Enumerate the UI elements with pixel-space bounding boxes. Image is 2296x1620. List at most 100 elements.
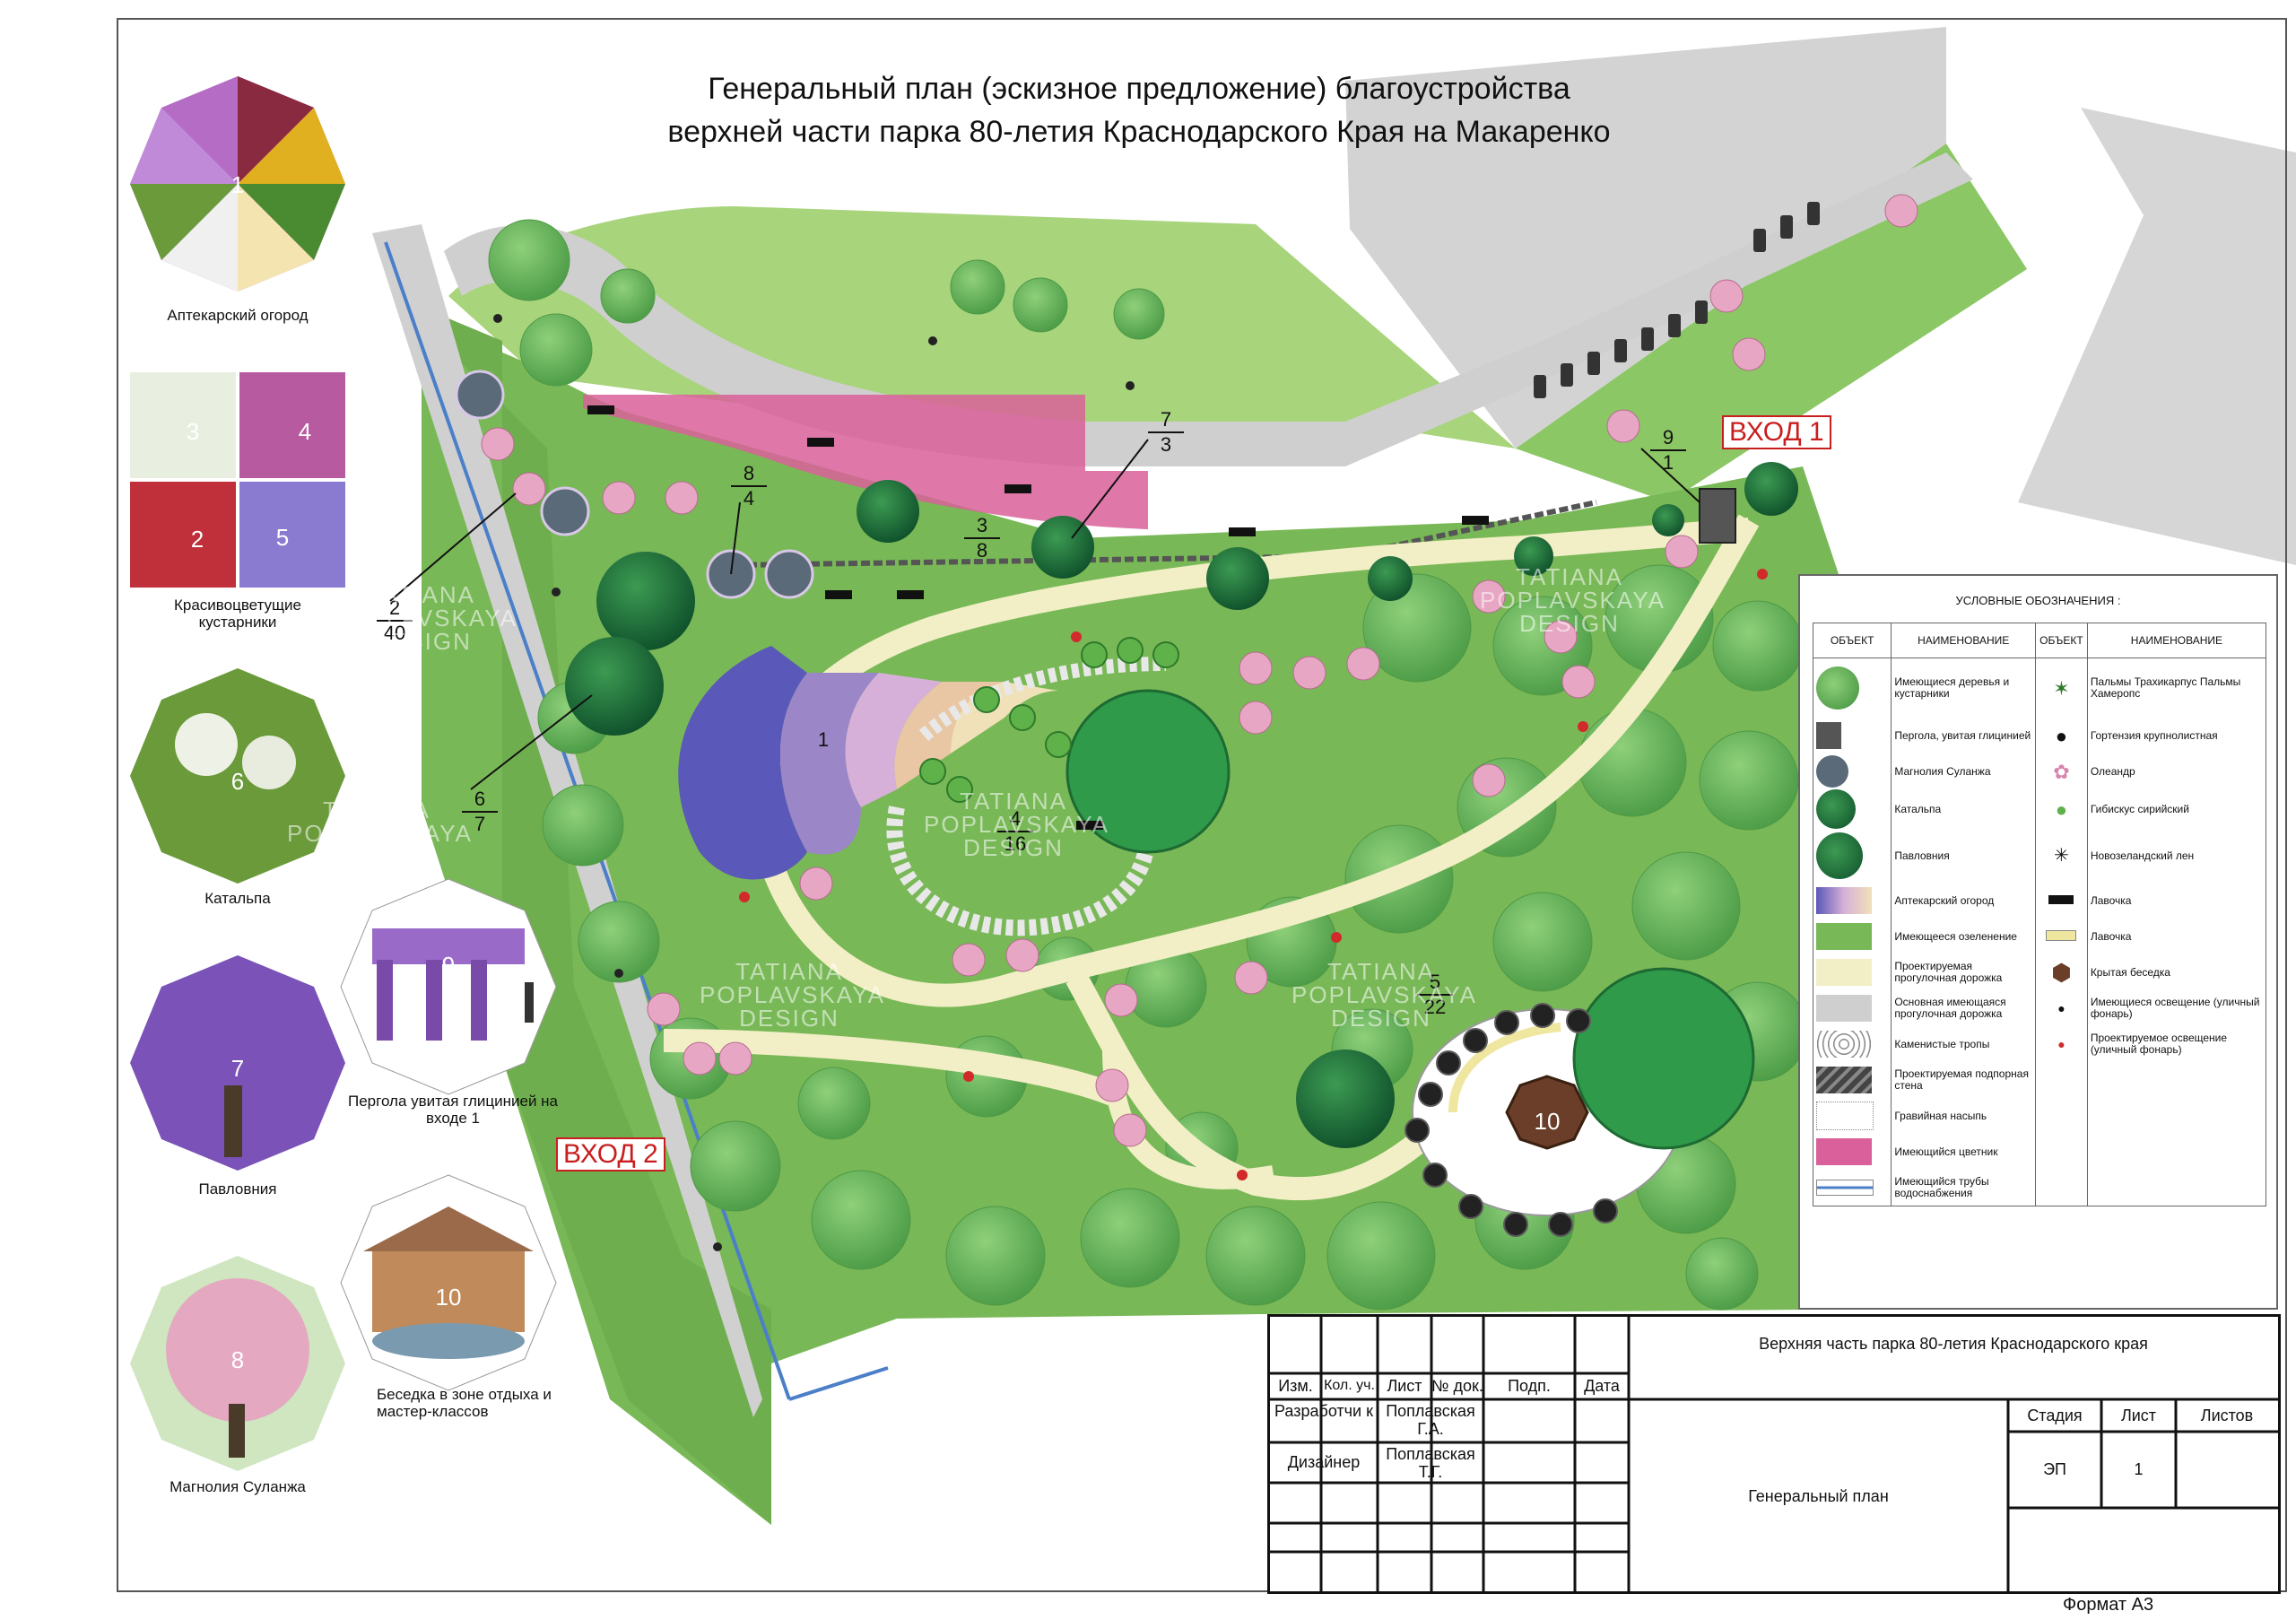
projected-lamp-icon: ●	[2035, 1026, 2088, 1062]
legend-pharmacy-garden-swatch	[1816, 887, 1872, 914]
legend-paulownia-swatch	[1816, 832, 1863, 879]
header-signature: Подп.	[1508, 1377, 1551, 1395]
paulownia-catalpa-trees	[565, 462, 1798, 1148]
thumb-label-paulownia: Павловния	[198, 1180, 277, 1198]
watermark: TATIANA POPLAVSKAYA DESIGN	[332, 583, 517, 655]
legend-magnolia-swatch	[1816, 755, 1848, 788]
legend-item: Магнолия Суланжа	[1891, 753, 2037, 789]
existing-lamps	[493, 314, 1135, 1251]
marker-6-bottom: 7	[462, 811, 498, 836]
watermark-line-2: POPLAVSKAYA	[924, 811, 1109, 838]
legend-item: Имеющийся цветник	[1891, 1134, 2037, 1170]
marker-3-bottom: 8	[964, 537, 1000, 562]
map-legend: УСЛОВНЫЕ ОБОЗНАЧЕНИЯ : ОБЪЕКТ НАИМЕНОВАН…	[1798, 574, 2278, 1310]
legend-item: Новозеландский лен	[2086, 829, 2267, 883]
marker-6: 6 7	[462, 788, 498, 836]
legend-existing-trees-swatch	[1816, 666, 1859, 710]
marker-8: 8 4	[731, 462, 767, 510]
legend-table: ОБЪЕКТ НАИМЕНОВАНИЕ ОБЪЕКТ НАИМЕНОВАНИЕ …	[1812, 623, 2267, 1206]
legend-item: Гортензия крупнолистная	[2086, 718, 2267, 753]
legend-header-object: ОБЪЕКТ	[1812, 623, 1892, 658]
legend-title: УСЛОВНЫЕ ОБОЗНАЧЕНИЯ :	[1955, 594, 2121, 607]
big-tree-rest	[1572, 967, 1755, 1150]
water-pipe-end	[788, 1366, 889, 1401]
header-list: Лист	[1387, 1377, 1422, 1395]
thumb-8-number: 8	[231, 1346, 244, 1373]
legend-item: Имеющееся озеленение	[1891, 919, 2037, 954]
thumb-label-flowering-shrubs: Красивоцветущие кустарники	[174, 597, 301, 631]
thumb-1-number: 1	[231, 171, 244, 198]
pergola-entrance-1	[1699, 488, 1736, 544]
legend-item: Проектируемая подпорная стена	[1891, 1062, 2037, 1098]
header-izm: Изм.	[1278, 1377, 1313, 1395]
marker-10: 10	[1525, 1108, 1570, 1136]
marker-2-top: 2	[388, 597, 401, 619]
watermark: TATIANA POPLAVSKAYA DESIGN	[700, 960, 883, 1030]
legend-existing-path-swatch	[1816, 995, 1872, 1022]
watermark-line-1: TATIANA	[1327, 958, 1435, 985]
thumb-7-number: 7	[231, 1055, 244, 1082]
legend-item: Имеющиеся освещение (уличный фонарь)	[2086, 990, 2267, 1026]
marker-4-top: 4	[1009, 807, 1022, 830]
marker-4-bottom: 16	[997, 831, 1033, 856]
legend-greenery-swatch	[1816, 923, 1872, 950]
pharmacy-garden	[678, 646, 1058, 880]
marker-8-bottom: 4	[731, 485, 767, 510]
parked-cars	[1534, 202, 1820, 398]
watermark-line-3: DESIGN	[963, 834, 1064, 861]
stage-header: Стадия	[2027, 1407, 2083, 1424]
legend-item: Каменистые тропы	[1891, 1026, 2037, 1062]
hydrangea-shrubs	[1405, 1003, 1618, 1237]
legend-item: Лавочка	[2086, 919, 2267, 954]
legend-header-name-2: НАИМЕНОВАНИЕ	[2086, 623, 2267, 658]
marker-6-top: 6	[474, 788, 486, 810]
legend-item: Катальпа	[1891, 789, 2037, 829]
sheet-value: 1	[2134, 1460, 2144, 1478]
legend-pergola-swatch	[1816, 722, 1841, 749]
marker-2-bottom: 40	[377, 620, 413, 645]
legend-item: Олеандр	[2086, 753, 2267, 789]
watermark-line-3: DESIGN	[371, 628, 472, 655]
legend-item: Гибискус сирийский	[2086, 789, 2267, 829]
hibiscus-shrubs	[919, 637, 1179, 803]
thumb-9-number: 9	[442, 952, 455, 979]
gazebo-icon: ⬢	[2035, 954, 2088, 990]
thumb-label-pharmacy-garden: Аптекарский огород	[167, 307, 309, 324]
legend-retaining-wall-swatch	[1816, 1067, 1872, 1093]
thumb-10-number: 10	[436, 1284, 462, 1311]
gazebo	[1505, 1075, 1589, 1150]
legend-item: Основная имеющаяся прогулочная дорожка	[1891, 990, 2037, 1026]
legend-item: Пергола, увитая глицинией	[1891, 718, 2037, 753]
header-date: Дата	[1584, 1377, 1620, 1395]
palm-icon: ✶	[2035, 658, 2088, 718]
legend-header-object-2: ОБЪЕКТ	[2035, 623, 2088, 658]
marker-5-bottom: 22	[1417, 994, 1453, 1019]
marker-1-top: 1	[817, 728, 830, 751]
sheet-title: Генеральный план	[1748, 1487, 1889, 1505]
thumb-paulownia: 7	[130, 955, 345, 1171]
legend-item: Павловния	[1891, 829, 2037, 883]
legend-stone-trail-swatch	[1816, 1031, 1872, 1058]
marker-4: 4 16	[997, 807, 1033, 856]
marker-3: 3 8	[964, 514, 1000, 562]
watermark-line-1: TATIANA	[960, 788, 1067, 814]
thumb-label-gazebo: Беседка в зоне отдыха и мастер-классов	[377, 1386, 552, 1420]
marker-5-top: 5	[1429, 971, 1441, 993]
name-designer: Поплавская Т.Г.	[1386, 1445, 1475, 1481]
watermark-line-1: TATIANA	[1516, 563, 1623, 590]
legend-gravel-swatch	[1816, 1102, 1874, 1130]
curved-bench	[1448, 1023, 1561, 1113]
title-block-project: Верхняя часть парка 80-летия Краснодарск…	[1759, 1335, 2148, 1353]
watermark-line-3: DESIGN	[1519, 610, 1620, 637]
watermark-line-1: TATIANA	[323, 797, 430, 823]
legend-item: Лавочка	[2086, 883, 2267, 919]
marker-7-top: 7	[1160, 408, 1172, 431]
legend-item: Гравийная насыпь	[1891, 1098, 2037, 1134]
thumb-6-number: 6	[231, 768, 244, 795]
title-block: Верхняя часть парка 80-летия Краснодарск…	[1267, 1314, 2281, 1594]
watermark-line-2: POPLAVSKAYA	[332, 605, 517, 631]
watermark-line-3: DESIGN	[1331, 1005, 1431, 1032]
role-developer: Разработчи к	[1274, 1402, 1373, 1420]
west-green-strip	[395, 296, 771, 1525]
thumb-flowering-shrubs: 3 4 2 5	[130, 372, 345, 588]
